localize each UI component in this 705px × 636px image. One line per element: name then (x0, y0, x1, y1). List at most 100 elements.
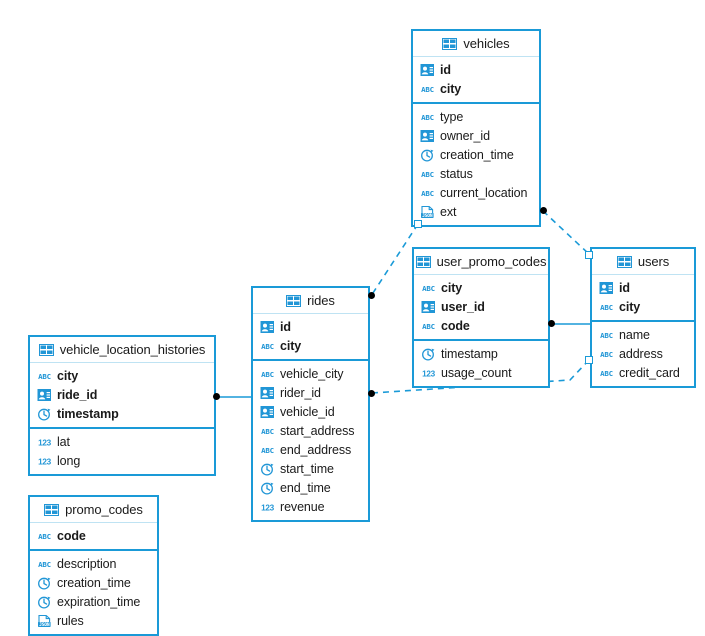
field-row[interactable]: ABC vehicle_city (253, 364, 368, 383)
abc-icon: ABC (599, 347, 614, 361)
number-icon: 123 (37, 435, 52, 449)
abc-icon: ABC (260, 339, 275, 353)
number-icon: 123 (260, 500, 275, 514)
primary-key-row[interactable]: timestamp (30, 404, 214, 423)
primary-key-row[interactable]: id (413, 60, 539, 79)
field-row[interactable]: rider_id (253, 383, 368, 402)
field-row[interactable]: start_time (253, 459, 368, 478)
table-header-vehicles[interactable]: vehicles (413, 31, 539, 57)
identifier-icon (260, 405, 275, 419)
svg-text:ABC: ABC (38, 372, 51, 381)
abc-icon: ABC (37, 369, 52, 383)
table-header-user_promo_codes[interactable]: user_promo_codes (414, 249, 548, 275)
abc-icon: ABC (420, 167, 435, 181)
primary-key-row[interactable]: ABC city (592, 297, 694, 316)
field-name: city (57, 368, 79, 383)
relationship-square-users-top-left (585, 251, 593, 259)
number-icon: 123 (421, 366, 436, 380)
field-row[interactable]: timestamp (414, 344, 548, 363)
field-name: city (619, 299, 641, 314)
abc-icon: ABC (599, 366, 614, 380)
abc-icon: ABC (599, 300, 614, 314)
field-name: start_time (280, 461, 334, 476)
svg-text:ABC: ABC (421, 189, 434, 198)
primary-key-row[interactable]: id (253, 317, 368, 336)
primary-key-row[interactable]: id (592, 278, 694, 297)
field-row[interactable]: ABC status (413, 164, 539, 183)
table-header-rides[interactable]: rides (253, 288, 368, 314)
relationship-dot-rides-right (368, 390, 375, 397)
field-row[interactable]: creation_time (413, 145, 539, 164)
svg-text:ABC: ABC (38, 532, 51, 541)
field-row[interactable]: owner_id (413, 126, 539, 145)
json-icon: JSON (420, 205, 435, 219)
field-row[interactable]: 123 revenue (253, 497, 368, 516)
svg-text:ABC: ABC (422, 322, 435, 331)
svg-text:ABC: ABC (38, 560, 51, 569)
table-header-promo_codes[interactable]: promo_codes (30, 497, 157, 523)
identifier-icon (260, 320, 275, 334)
table-icon (616, 255, 632, 269)
abc-icon: ABC (260, 367, 275, 381)
table-icon (286, 294, 302, 308)
clock-icon (37, 576, 52, 590)
field-name: end_address (280, 442, 352, 457)
abc-icon: ABC (420, 186, 435, 200)
primary-key-row[interactable]: user_id (414, 297, 548, 316)
abc-icon: ABC (37, 529, 52, 543)
field-name: description (57, 556, 117, 571)
field-name: vehicle_city (280, 366, 344, 381)
table-title: user_promo_codes (436, 254, 547, 269)
primary-key-row[interactable]: ABC city (30, 366, 214, 385)
field-name: id (280, 319, 291, 334)
identifier-icon (260, 386, 275, 400)
field-name: rider_id (280, 385, 321, 400)
field-name: status (440, 166, 473, 181)
field-row[interactable]: ABC address (592, 344, 694, 363)
edge-vehicles-rides (370, 223, 419, 297)
abc-icon: ABC (420, 110, 435, 124)
table-header-users[interactable]: users (592, 249, 694, 275)
relationship-dot-vehicles-right (540, 207, 547, 214)
field-name: revenue (280, 499, 325, 514)
field-row[interactable]: end_time (253, 478, 368, 497)
field-name: city (441, 280, 463, 295)
table-header-vehicle_location_histories[interactable]: vehicle_location_histories (30, 337, 214, 363)
svg-text:123: 123 (38, 438, 52, 447)
field-name: timestamp (57, 406, 119, 421)
field-row[interactable]: creation_time (30, 573, 157, 592)
field-row[interactable]: vehicle_id (253, 402, 368, 421)
field-row[interactable]: expiration_time (30, 592, 157, 611)
field-name: ride_id (57, 387, 98, 402)
field-name: city (440, 81, 462, 96)
primary-key-row[interactable]: ride_id (30, 385, 214, 404)
field-name: user_id (441, 299, 485, 314)
field-row[interactable]: ABC description (30, 554, 157, 573)
field-name: address (619, 346, 663, 361)
